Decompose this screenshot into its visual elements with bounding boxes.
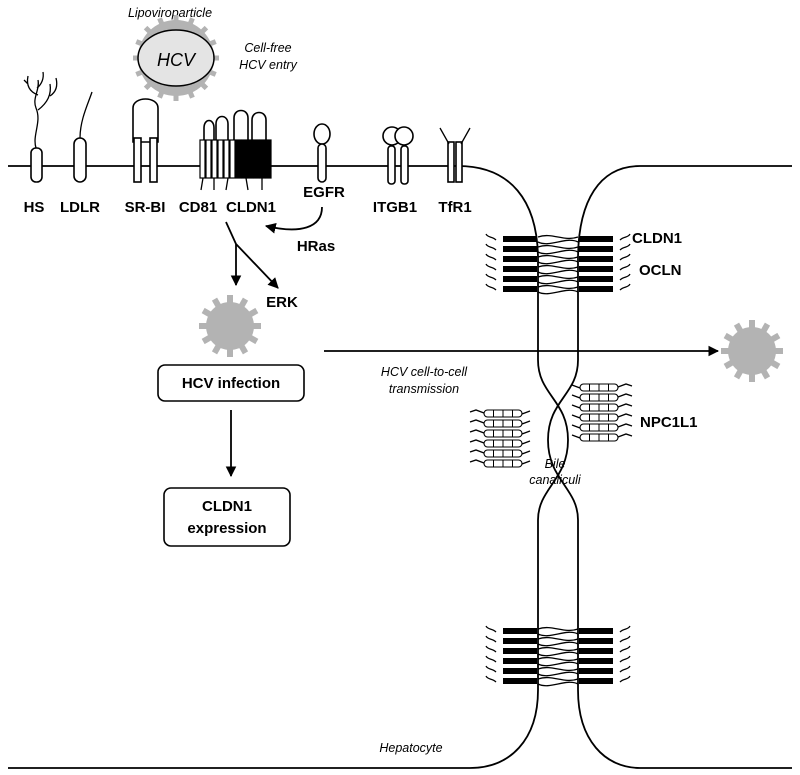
label-ocln: OCLN	[639, 262, 682, 279]
expression-label-line1: CLDN1	[202, 498, 252, 515]
label-hras: HRas	[297, 238, 335, 255]
label-tfr1: TfR1	[438, 199, 471, 216]
itgb1-receptor-icon	[382, 126, 414, 185]
transmission-label-line2: transmission	[389, 382, 459, 396]
expression-label-line2: expression	[187, 520, 266, 537]
label-cd81: CD81	[179, 199, 217, 216]
right-cell-membrane	[547, 165, 792, 769]
cd81-cldn1-receptor-icon	[199, 109, 272, 191]
hepatocyte-label: Hepatocyte	[379, 741, 442, 755]
label-erk: ERK	[266, 294, 298, 311]
bile-label-line2: canaliculi	[529, 473, 582, 487]
label-ldlr: LDLR	[60, 199, 100, 216]
left-cell-membrane	[8, 165, 569, 769]
hcv-virus-icon	[199, 295, 261, 357]
label-srbi: SR-BI	[125, 199, 166, 216]
ldlr-receptor-icon	[73, 91, 93, 183]
cldn1-expression-box	[163, 487, 291, 547]
label-npc1l1: NPC1L1	[640, 414, 698, 431]
npc1l1-cluster-right	[571, 383, 633, 442]
label-cldn1-receptor: CLDN1	[226, 199, 276, 216]
cldn1-branch-line	[225, 221, 237, 245]
label-egfr: EGFR	[303, 184, 345, 201]
hcv-particle-label: HCV	[157, 50, 197, 70]
label-itgb1: ITGB1	[373, 199, 417, 216]
label-junction-cldn1: CLDN1	[632, 230, 682, 247]
hcv-infection-box	[157, 364, 305, 402]
entry-label-line2: HCV entry	[239, 58, 297, 72]
tight-junction-bottom	[485, 625, 631, 687]
npc1l1-cluster-left	[469, 409, 531, 468]
arrow-to-erk	[235, 243, 279, 289]
egfr-to-cldn1-arrow	[264, 206, 323, 234]
bile-label-line1: Bile	[545, 457, 566, 471]
egfr-receptor-icon	[313, 123, 331, 183]
label-hs: HS	[24, 199, 45, 216]
hcv-infection-label: HCV infection	[182, 375, 280, 392]
transmitted-hcv-virus-icon	[721, 320, 783, 382]
tight-junction-top	[485, 233, 631, 295]
srbi-receptor-icon	[132, 98, 159, 183]
tfr1-receptor-icon	[439, 127, 471, 183]
lipoviroparticle-envelope	[137, 29, 215, 87]
lipoviroparticle-label: Lipoviroparticle	[128, 6, 212, 20]
entry-label-line1: Cell-free	[244, 41, 291, 55]
hs-receptor-icon	[23, 71, 58, 183]
transmission-label-line1: HCV cell-to-cell	[381, 365, 468, 379]
